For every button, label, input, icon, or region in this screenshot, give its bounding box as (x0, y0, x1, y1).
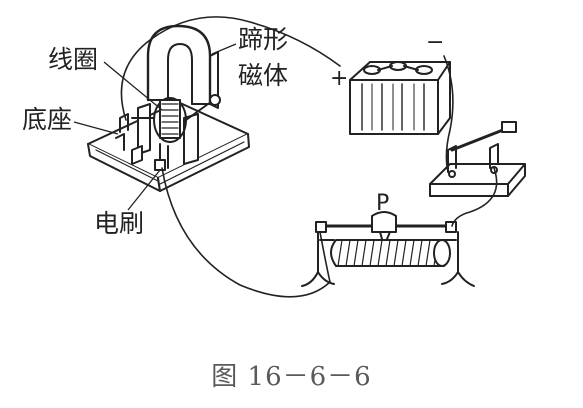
battery-pack (349, 61, 451, 135)
base-leader-line (73, 121, 119, 135)
brushes (131, 143, 169, 171)
rheostat (301, 211, 475, 287)
label-coil: 线圈 (48, 45, 99, 74)
label-brush: 电刷 (94, 209, 145, 238)
armature-coil (115, 94, 221, 151)
label-base: 底座 (22, 105, 73, 134)
label-magnet-line2: 磁体 (238, 61, 289, 90)
knife-switch (429, 121, 526, 197)
brush-leader-line (127, 169, 161, 211)
battery-plus-sign: + (330, 66, 349, 91)
figure-caption: 图 16－6－6 (211, 362, 372, 392)
battery-minus-sign: − (426, 30, 445, 55)
wires (120, 16, 498, 298)
label-slider-p: P (376, 191, 390, 216)
magnet-leader-line (211, 43, 237, 55)
coil-leader-line (103, 61, 163, 111)
motor-base (87, 101, 250, 192)
label-magnet-line1: 蹄形 (238, 25, 289, 54)
